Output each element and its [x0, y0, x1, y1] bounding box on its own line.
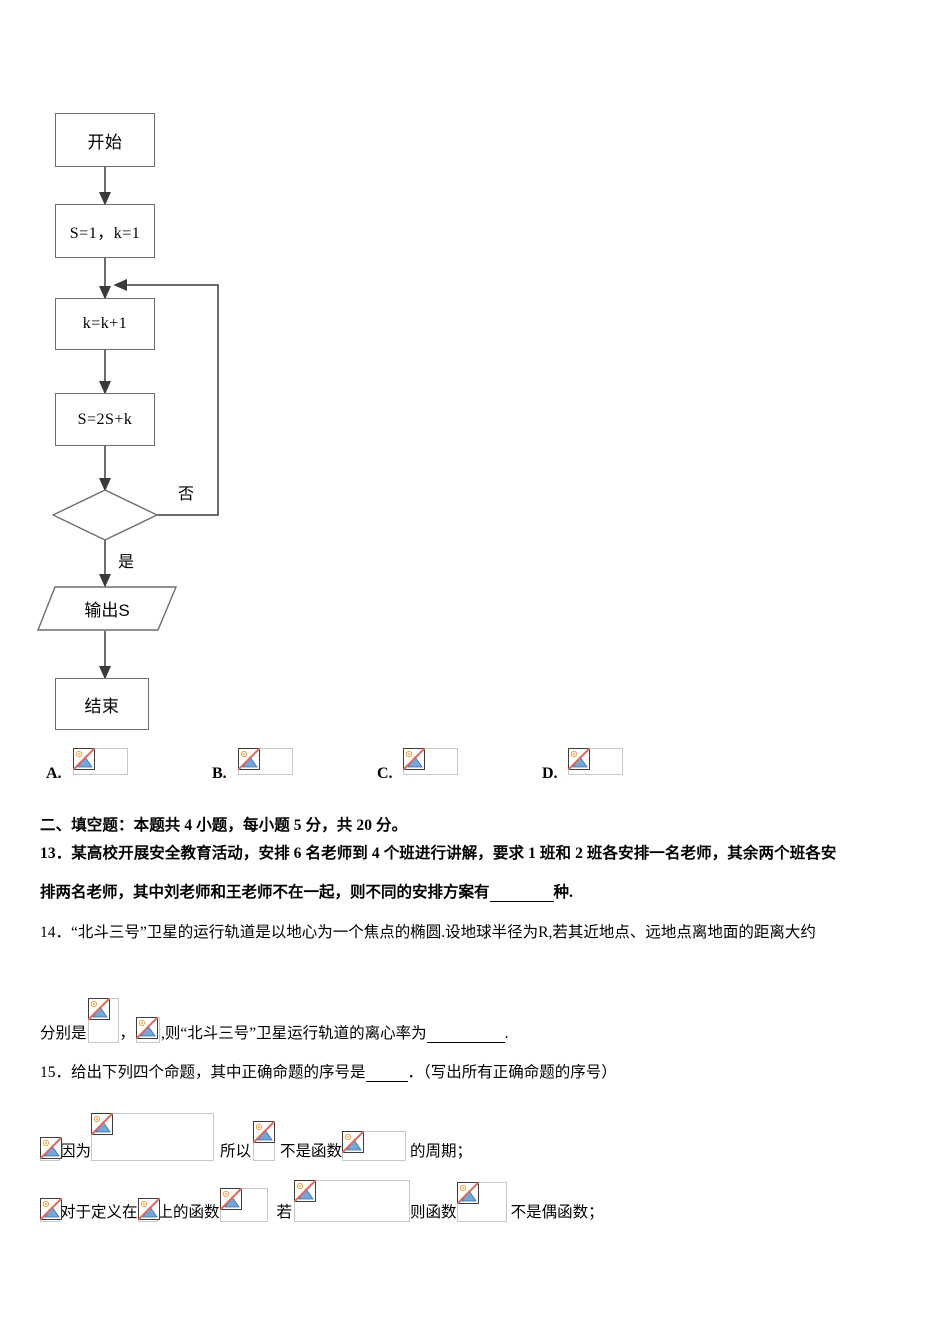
prop2-marker-image[interactable]	[40, 1198, 62, 1222]
prop1-text-1: 因为	[60, 1143, 92, 1160]
question-14-variable-r: R	[538, 924, 549, 941]
prop2-formula-image-1[interactable]	[137, 1198, 160, 1222]
question-14-text-d: ,则“北斗三号”卫星运行轨道的离心率为	[161, 1025, 427, 1042]
choice-label-c: C.	[377, 765, 393, 782]
prop2-text-1: 对于定义在	[60, 1204, 138, 1221]
prop1-formula-image-3[interactable]	[342, 1131, 407, 1161]
flowchart-condition-text	[52, 489, 158, 541]
question-15-stem-a: 15．给出下列四个命题，其中正确命题的序号是	[40, 1064, 366, 1081]
question-14-image-1[interactable]	[87, 998, 119, 1043]
prop2-formula-image-3[interactable]	[294, 1180, 411, 1222]
question-14-image-2[interactable]	[136, 1017, 161, 1043]
parallelogram-shape	[37, 586, 177, 631]
question-14-text-b: ,若其近地点、远地点离地面的距离大约	[548, 924, 816, 941]
section-heading: 二、填空题：本题共 4 小题，每小题 5 分，共 20 分。	[40, 817, 408, 834]
choice-label-a: A.	[46, 765, 62, 782]
choice-image-d[interactable]	[568, 748, 623, 775]
prop2-text-4: 则函数	[410, 1204, 457, 1221]
flowchart-node-init: S=1，k=1	[55, 204, 155, 258]
flowchart-node-output-text: 输出S	[84, 601, 130, 620]
flowchart-node-start: 开始	[55, 113, 155, 167]
flowchart-diagram: 开始 S=1，k=1 k=k+1 S=2S+k 输出S 结束 否 是	[0, 0, 400, 745]
question-14-line-2: 分别是 ， ,则“北斗三号”卫星运行轨道的离心率为 .	[40, 998, 509, 1043]
broken-image-icon	[136, 1017, 159, 1039]
choice-image-c[interactable]	[403, 748, 458, 775]
broken-image-icon	[456, 1182, 479, 1204]
question-15-proposition-1: 因为 所以 不是函数	[40, 1113, 472, 1161]
broken-image-icon	[253, 1121, 276, 1143]
broken-image-icon	[40, 1198, 62, 1220]
flowchart-node-init-text: S=1，k=1	[69, 225, 141, 242]
flowchart-node-condition	[51, 489, 159, 541]
question-13-line-2-text: 排两名老师，其中刘老师和王老师不在一起，则不同的安排方案有	[40, 884, 490, 901]
broken-image-icon	[137, 1198, 160, 1220]
question-14-separator: ，	[119, 1025, 136, 1042]
broken-image-icon	[73, 748, 95, 770]
broken-image-icon	[294, 1180, 317, 1202]
prop1-text-4: 的周期；	[410, 1143, 473, 1160]
question-13-line-1: 13．某高校开展安全教育活动，安排 6 名老师到 4 个班进行讲解，要求 1 班…	[40, 845, 837, 862]
question-14-text-c: 分别是	[40, 1025, 87, 1042]
broken-image-icon	[91, 1113, 114, 1135]
question-15-stem: 15．给出下列四个命题，其中正确命题的序号是 ．（写出所有正确命题的序号）	[40, 1060, 617, 1082]
choice-label-b: B.	[212, 765, 227, 782]
flowchart-node-accumulate-text: S=2S+k	[77, 410, 133, 428]
question-15-proposition-2: 对于定义在 上的函数 若	[40, 1180, 604, 1222]
question-13-line-2: 排两名老师，其中刘老师和王老师不在一起，则不同的安排方案有 种.	[40, 880, 573, 902]
broken-image-icon	[219, 1188, 242, 1210]
question-14-line-1: 14．“北斗三号”卫星的运行轨道是以地心为一个焦点的椭圆.设地球半径为 R ,若…	[40, 920, 816, 942]
broken-image-icon	[568, 748, 590, 770]
prop2-text-5: 不是偶函数；	[510, 1204, 604, 1221]
choice-image-a[interactable]	[73, 748, 128, 775]
choice-label-d: D.	[542, 765, 558, 782]
answer-blank-13[interactable]	[489, 887, 554, 902]
flowchart-node-output: 输出S	[37, 586, 177, 631]
flowchart-branch-label-yes: 是	[118, 554, 135, 571]
prop2-formula-image-4[interactable]	[456, 1182, 507, 1222]
flowchart-node-end: 结束	[55, 678, 149, 730]
answer-blank-15[interactable]	[365, 1067, 408, 1082]
flowchart-branch-label-no: 否	[178, 486, 195, 503]
prop1-formula-image-2[interactable]	[253, 1121, 276, 1161]
choice-image-b[interactable]	[238, 748, 293, 775]
prop1-text-3: 不是函数	[280, 1143, 343, 1160]
prop1-marker-image[interactable]	[40, 1137, 62, 1161]
prop2-formula-image-2[interactable]	[219, 1188, 268, 1222]
broken-image-icon	[238, 748, 260, 770]
flowchart-node-increment-text: k=k+1	[82, 315, 128, 332]
broken-image-icon	[87, 998, 110, 1020]
flowchart-connectors	[99, 167, 219, 680]
question-15-stem-b: ．（写出所有正确命题的序号）	[407, 1064, 617, 1081]
choice-row: A. B. C.	[0, 748, 950, 792]
prop1-text-2: 所以	[220, 1143, 252, 1160]
broken-image-icon	[40, 1137, 62, 1159]
broken-image-icon	[342, 1131, 365, 1153]
prop1-formula-image-1[interactable]	[91, 1113, 215, 1161]
flowchart-node-increment: k=k+1	[55, 298, 155, 350]
question-14-text-a: 14．“北斗三号”卫星的运行轨道是以地心为一个焦点的椭圆.设地球半径为	[40, 924, 539, 941]
answer-blank-14[interactable]	[426, 1028, 505, 1043]
prop2-text-2: 上的函数	[157, 1204, 220, 1221]
question-14-text-end: .	[504, 1025, 509, 1042]
prop2-text-3: 若	[276, 1204, 293, 1221]
broken-image-icon	[403, 748, 425, 770]
flowchart-node-accumulate: S=2S+k	[55, 393, 155, 446]
question-13-line-2-suffix: 种.	[553, 884, 573, 901]
